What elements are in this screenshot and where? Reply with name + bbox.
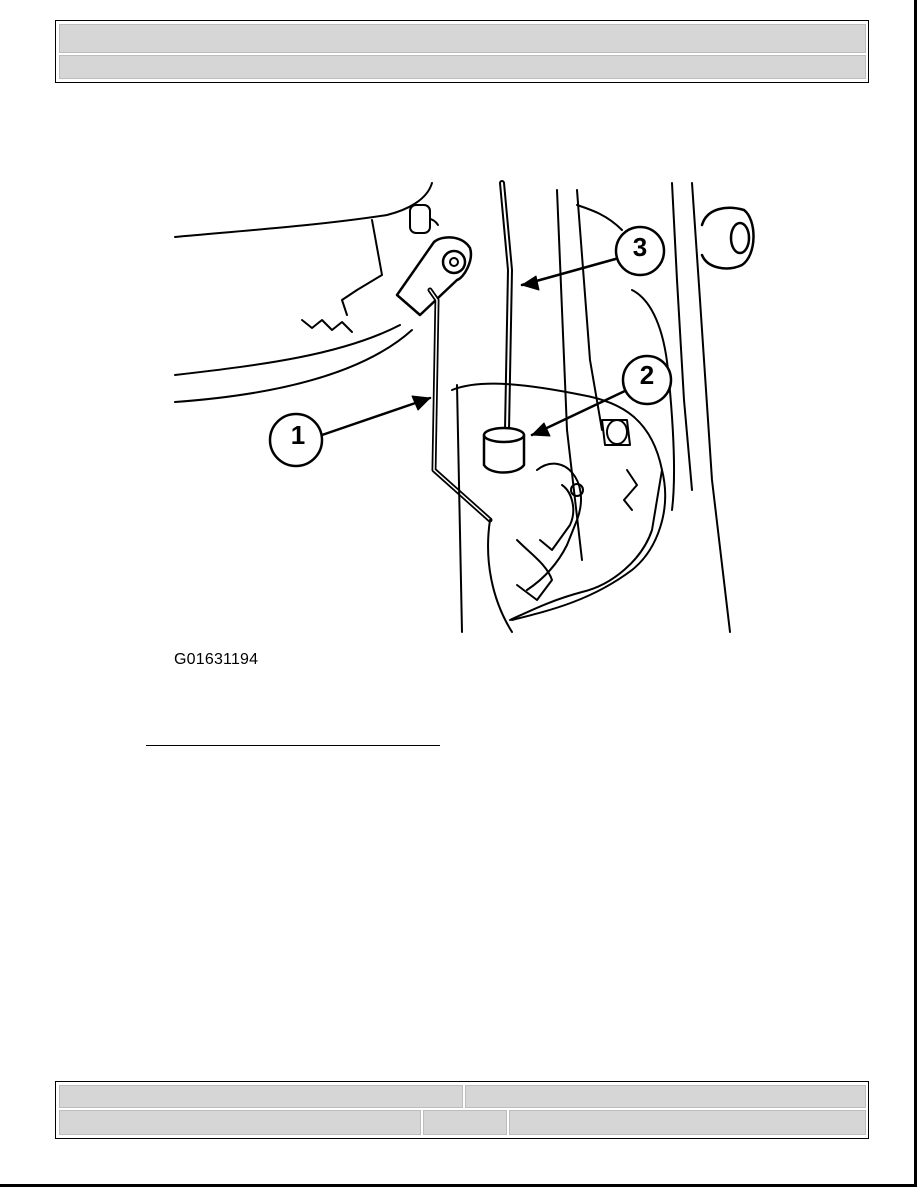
footer-cell-3 bbox=[59, 1110, 421, 1135]
footer-cell-1 bbox=[59, 1085, 463, 1108]
footer-cell-4 bbox=[423, 1110, 507, 1135]
header-title-cell bbox=[59, 24, 866, 53]
callout-3-label: 3 bbox=[632, 232, 648, 262]
divider bbox=[146, 745, 440, 746]
footer-table bbox=[55, 1081, 869, 1139]
footer-cell-5 bbox=[509, 1110, 866, 1135]
door-latch-rod-illustration bbox=[174, 180, 755, 633]
callout-2-label: 2 bbox=[639, 360, 655, 390]
figure-id: G01631194 bbox=[174, 651, 259, 668]
footer-cell-2 bbox=[465, 1085, 866, 1108]
header-table bbox=[55, 20, 869, 83]
callout-1-label: 1 bbox=[290, 420, 306, 450]
header-subtitle-cell bbox=[59, 55, 866, 79]
